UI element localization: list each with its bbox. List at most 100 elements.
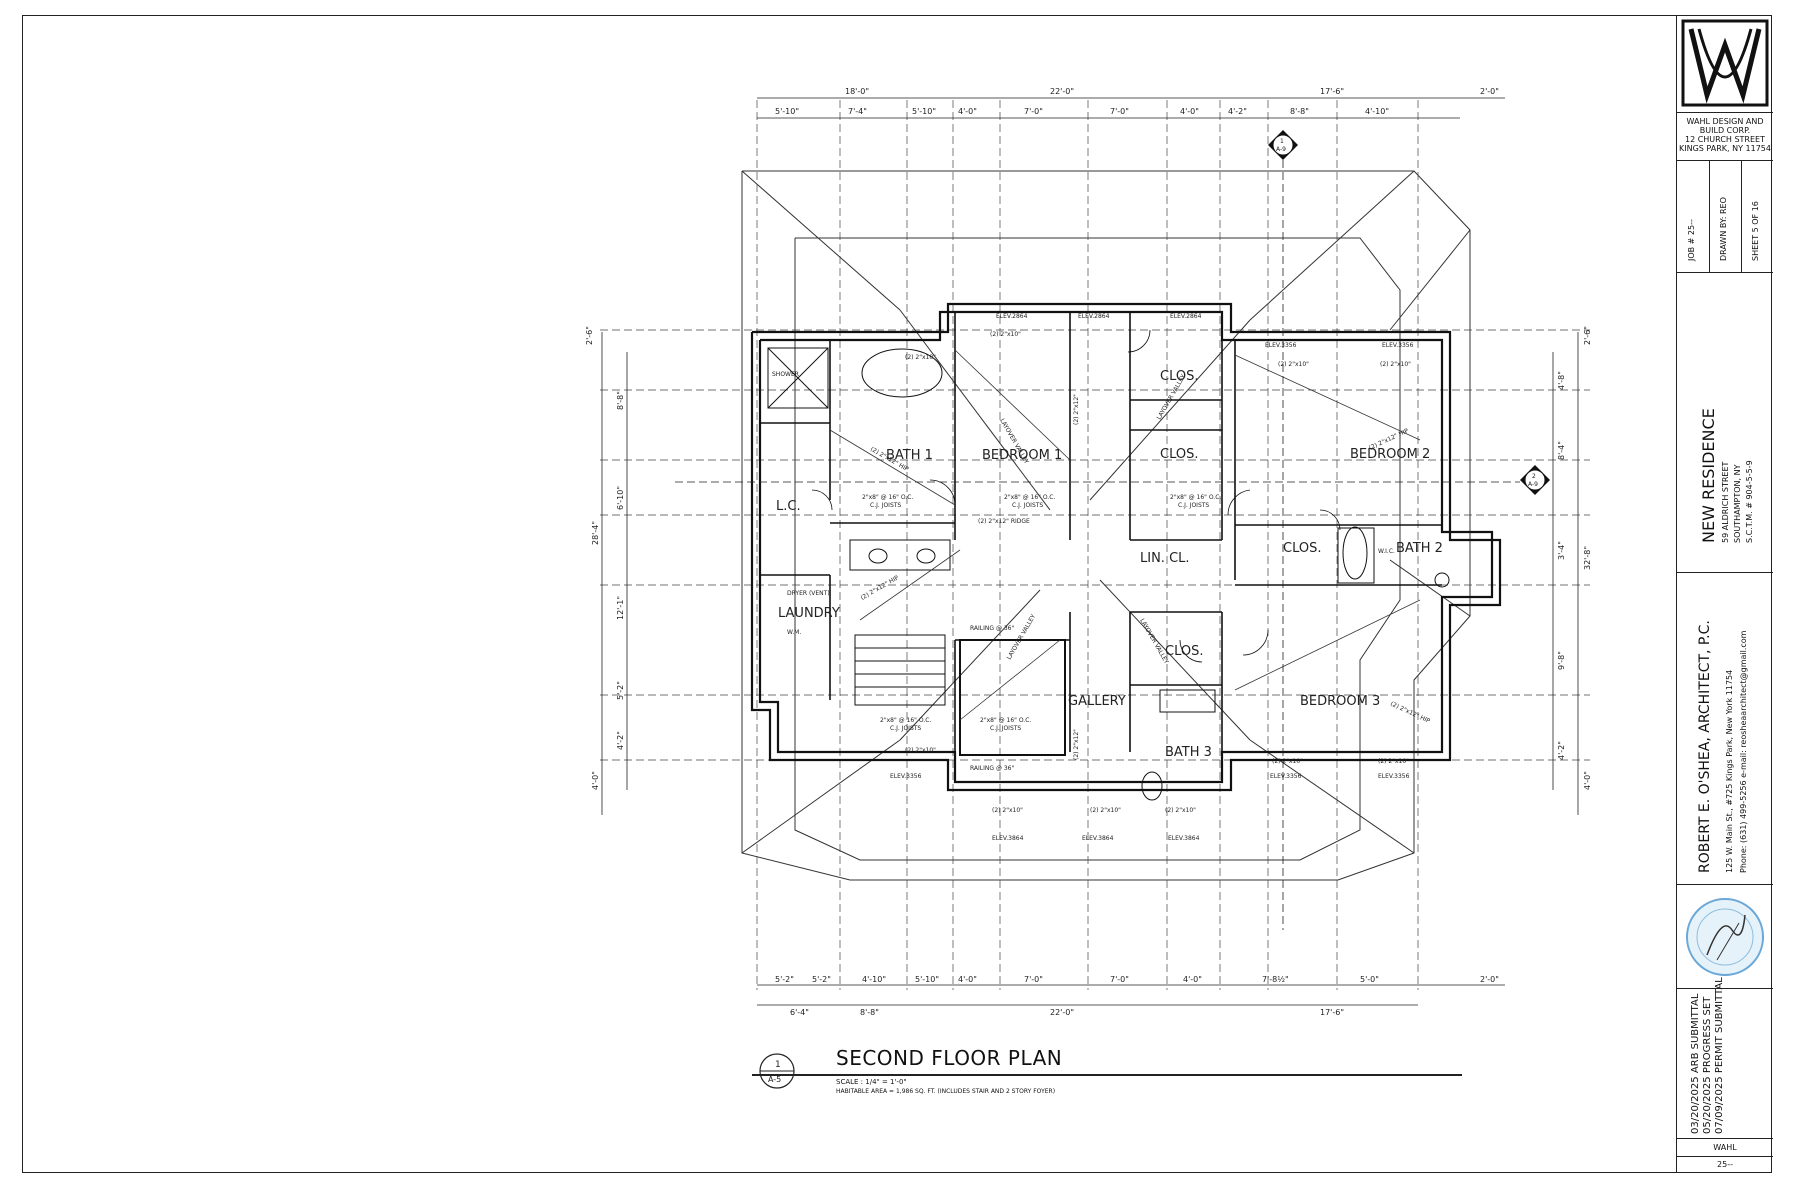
note-cj-3: C.J. JOISTS bbox=[1178, 502, 1209, 509]
note-washer: W.M. bbox=[787, 629, 801, 636]
note-header-a: (2) 2"x10" bbox=[905, 354, 936, 361]
dim-bottom-overall-1: 6'-4" bbox=[790, 1008, 809, 1017]
note-header-a-5: (2) 2"x10" bbox=[1272, 758, 1303, 765]
dim-bottom-detail-3: 4'-10" bbox=[862, 975, 886, 984]
dim-bottom-overall-4: 17'-6" bbox=[1320, 1008, 1344, 1017]
note-joists-4: 2"x8" @ 16" O.C. bbox=[880, 717, 931, 724]
note-wic: W.I.C. bbox=[1378, 548, 1395, 555]
architect-seal-icon bbox=[1686, 898, 1764, 976]
architect-address: 125 W. Main St., #725 Kings Park, New Yo… bbox=[1725, 669, 1734, 873]
dim-top-detail-6: 7'-0" bbox=[1110, 107, 1129, 116]
note-elev-6: ELEV.3356 bbox=[1270, 773, 1302, 780]
job-info: JOB # 25-- DRAWN BY: REO SHEET 5 OF 16 bbox=[1677, 161, 1773, 273]
dim-bottom-overall-2: 8'-8" bbox=[860, 1008, 879, 1017]
job-number: JOB # 25-- bbox=[1687, 219, 1696, 261]
room-label-lc: L.C. bbox=[776, 499, 801, 514]
drawn-by: DRAWN BY: REO bbox=[1719, 197, 1728, 261]
note-elev-11: ELEV.3864 bbox=[1168, 835, 1200, 842]
note-elev-5: ELEV.3356 bbox=[1382, 342, 1414, 349]
note-header-a-6: (2) 2"x10" bbox=[1378, 758, 1409, 765]
beam-lines bbox=[829, 349, 1421, 721]
dim-top-detail-2: 7'-4" bbox=[848, 107, 867, 116]
note-cj-2: C.J. JOISTS bbox=[1012, 502, 1043, 509]
note-elev-2: ELEV.2864 bbox=[1078, 313, 1110, 320]
section-right-sheet: A-9 bbox=[1528, 481, 1538, 488]
dim-bottom-detail-4: 5'-10" bbox=[915, 975, 939, 984]
dim-right-detail-3: 3'-4" bbox=[1557, 541, 1566, 560]
dim-right-overall-2: 32'-8" bbox=[1583, 546, 1592, 570]
door-swings bbox=[811, 329, 1341, 663]
note-header-a-2: (2) 2"x10" bbox=[990, 331, 1021, 338]
dim-left-detail-5: 4'-2" bbox=[616, 731, 625, 750]
job-short: 25-- bbox=[1717, 1160, 1733, 1169]
note-header-b-1: (2) 2"x12" bbox=[1073, 394, 1080, 425]
title-underline bbox=[752, 1074, 1462, 1076]
dim-bottom-detail-11: 2'-0" bbox=[1480, 975, 1499, 984]
section-right-num: 2 bbox=[1532, 473, 1536, 480]
dim-top-overall-3: 17'-6" bbox=[1320, 87, 1344, 96]
note-header-b-2: (2) 2"x12" bbox=[1073, 729, 1080, 760]
roof-outline bbox=[741, 170, 1471, 881]
floor-plan-drawing: BATH 1 BEDROOM 1 CLOS. CLOS. BEDROOM 2 L… bbox=[585, 87, 1592, 1017]
stair bbox=[854, 634, 1066, 756]
builder-line-1: WAHL DESIGN AND bbox=[1686, 117, 1764, 126]
note-elev-9: ELEV.3864 bbox=[992, 835, 1024, 842]
note-header-a-8: (2) 2"x10" bbox=[992, 807, 1023, 814]
svg-text:A-5: A-5 bbox=[768, 1075, 781, 1084]
note-shower: SHOWER bbox=[772, 371, 799, 378]
room-label-laundry: LAUNDRY bbox=[778, 606, 840, 621]
room-label-clos-d: CLOS. bbox=[1165, 644, 1203, 659]
dim-right-detail-1: 4'-8" bbox=[1557, 371, 1566, 390]
builder-logo-icon bbox=[1681, 19, 1769, 107]
room-label-lin-cl: LIN. CL. bbox=[1140, 551, 1190, 566]
drawing-sheet-border bbox=[22, 15, 1772, 1173]
dim-left-detail-1: 8'-8" bbox=[616, 391, 625, 410]
note-elev-7: ELEV.3356 bbox=[1378, 773, 1410, 780]
note-joists-1: 2"x8" @ 16" O.C. bbox=[862, 494, 913, 501]
dim-left-overall-2: 28'-4" bbox=[591, 521, 600, 545]
logo-cell bbox=[1677, 15, 1773, 113]
project-title: NEW RESIDENCE bbox=[1699, 408, 1718, 543]
note-joists-5: 2"x8" @ 16" O.C. bbox=[980, 717, 1031, 724]
dim-top-detail-10: 4'-10" bbox=[1365, 107, 1389, 116]
dim-right-overall-3: 4'-0" bbox=[1583, 771, 1592, 790]
note-header-a-3: (2) 2"x10" bbox=[1278, 361, 1309, 368]
room-label-clos-c: CLOS. bbox=[1283, 541, 1321, 556]
interior-walls bbox=[760, 312, 1442, 752]
note-header-a-7: (2) 2"x10" bbox=[905, 747, 936, 754]
note-joists-3: 2"x8" @ 16" O.C. bbox=[1170, 494, 1221, 501]
note-elev-4: ELEV.3356 bbox=[1265, 342, 1297, 349]
dim-right-detail-4: 9'-8" bbox=[1557, 651, 1566, 670]
note-header-a-9: (2) 2"x10" bbox=[1090, 807, 1121, 814]
revisions: 03/20/2025 ARB SUBMITTAL 05/20/2025 PROG… bbox=[1677, 977, 1773, 1139]
builder-line-3: 12 CHURCH STREET bbox=[1684, 135, 1765, 144]
habitable-area-note: HABITABLE AREA = 1,986 SQ. FT. (INCLUDES… bbox=[836, 1088, 1056, 1095]
note-header-a-10: (2) 2"x10" bbox=[1165, 807, 1196, 814]
dim-bottom-detail-9: 7'-8½" bbox=[1262, 975, 1289, 984]
note-elev-3: ELEV.2864 bbox=[1170, 313, 1202, 320]
dim-top-overall-2: 22'-0" bbox=[1050, 87, 1074, 96]
builder-line-4: KINGS PARK, NY 11754 bbox=[1679, 144, 1771, 153]
drawing-title: SECOND FLOOR PLAN bbox=[836, 1046, 1063, 1070]
drawing-scale: SCALE : 1/4" = 1'-0" bbox=[836, 1078, 907, 1086]
dim-bottom-detail-2: 5'-2" bbox=[812, 975, 831, 984]
note-hip-4: (2) 2"x12" HIP bbox=[860, 574, 901, 602]
dim-bottom-detail-10: 5'-0" bbox=[1360, 975, 1379, 984]
note-valley-4: LAYOVER VALLEY bbox=[1138, 618, 1170, 666]
dim-right-detail-2: 8'-4" bbox=[1557, 441, 1566, 460]
dim-left-overall-1: 2'-6" bbox=[585, 326, 594, 345]
note-ridge: (2) 2"x12" RIDGE bbox=[978, 518, 1030, 525]
detail-reference-bubble-icon: 1 A-5 bbox=[759, 1053, 795, 1089]
grid-lines bbox=[600, 100, 1590, 990]
note-joists-2: 2"x8" @ 16" O.C. bbox=[1004, 494, 1055, 501]
project-info: NEW RESIDENCE 59 ALDRICH STREET SOUTHAMP… bbox=[1677, 273, 1773, 573]
dim-left-detail-3: 12'-1" bbox=[616, 596, 625, 620]
room-label-clos-b: CLOS. bbox=[1160, 447, 1198, 462]
exterior-walls bbox=[750, 302, 1502, 792]
project-address: 59 ALDRICH STREET bbox=[1721, 461, 1730, 543]
section-marker-top bbox=[1268, 130, 1298, 930]
room-label-bedroom3: BEDROOM 3 bbox=[1300, 694, 1380, 709]
note-elev-8: ELEV.3356 bbox=[890, 773, 922, 780]
dim-bottom-detail-6: 7'-0" bbox=[1024, 975, 1043, 984]
room-label-bath3: BATH 3 bbox=[1165, 745, 1212, 760]
